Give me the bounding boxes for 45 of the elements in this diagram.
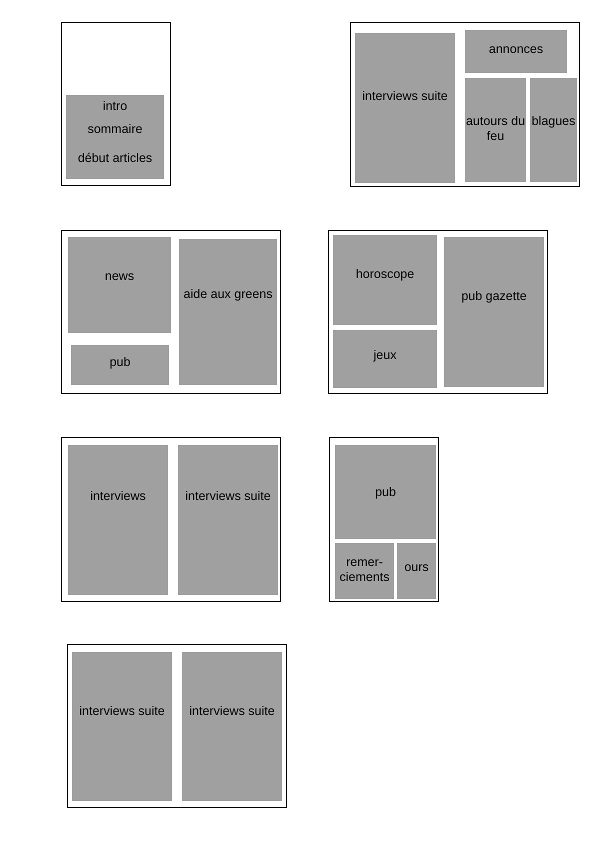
content-block xyxy=(465,30,567,73)
content-block xyxy=(71,345,169,385)
content-block xyxy=(182,652,282,801)
content-block xyxy=(68,237,171,333)
content-block xyxy=(66,95,164,179)
content-block xyxy=(335,445,436,539)
block-label: interviews suite xyxy=(189,704,275,719)
content-block xyxy=(333,330,437,388)
block-label: annonces xyxy=(488,42,544,57)
page-frame xyxy=(328,230,548,394)
content-block xyxy=(68,445,168,595)
block-label: pub xyxy=(375,485,396,500)
content-block xyxy=(355,33,455,183)
content-block xyxy=(397,543,436,599)
content-block xyxy=(444,237,544,387)
block-label: intro xyxy=(102,99,128,114)
page-frame xyxy=(61,437,281,602)
block-label: jeux xyxy=(374,348,396,363)
content-block xyxy=(179,239,277,385)
block-label: ours xyxy=(404,560,429,575)
block-label: interviews suite xyxy=(362,89,448,104)
block-label: aide aux greens xyxy=(184,287,272,302)
page-frame xyxy=(67,644,287,808)
content-block xyxy=(335,543,394,599)
block-label: pub xyxy=(110,355,130,370)
content-block xyxy=(178,445,278,595)
content-block xyxy=(465,78,526,182)
content-block xyxy=(530,78,577,182)
page-frame xyxy=(329,437,439,602)
block-label: autours du feu xyxy=(465,114,526,144)
page-frame xyxy=(61,22,171,186)
page-frame xyxy=(350,22,580,187)
block-label: horoscope xyxy=(356,267,414,282)
block-label: début articles xyxy=(78,151,152,166)
block-label: blagues xyxy=(532,114,576,129)
block-label: news xyxy=(104,269,134,284)
content-block xyxy=(72,652,172,801)
block-label: interviews xyxy=(90,489,146,504)
page-frame xyxy=(61,230,281,394)
block-label: remer- ciements xyxy=(338,555,391,585)
block-label: sommaire xyxy=(88,122,142,137)
block-label: interviews suite xyxy=(185,489,271,504)
block-label: interviews suite xyxy=(79,704,165,719)
content-block xyxy=(333,235,437,325)
block-label: pub gazette xyxy=(461,289,527,304)
